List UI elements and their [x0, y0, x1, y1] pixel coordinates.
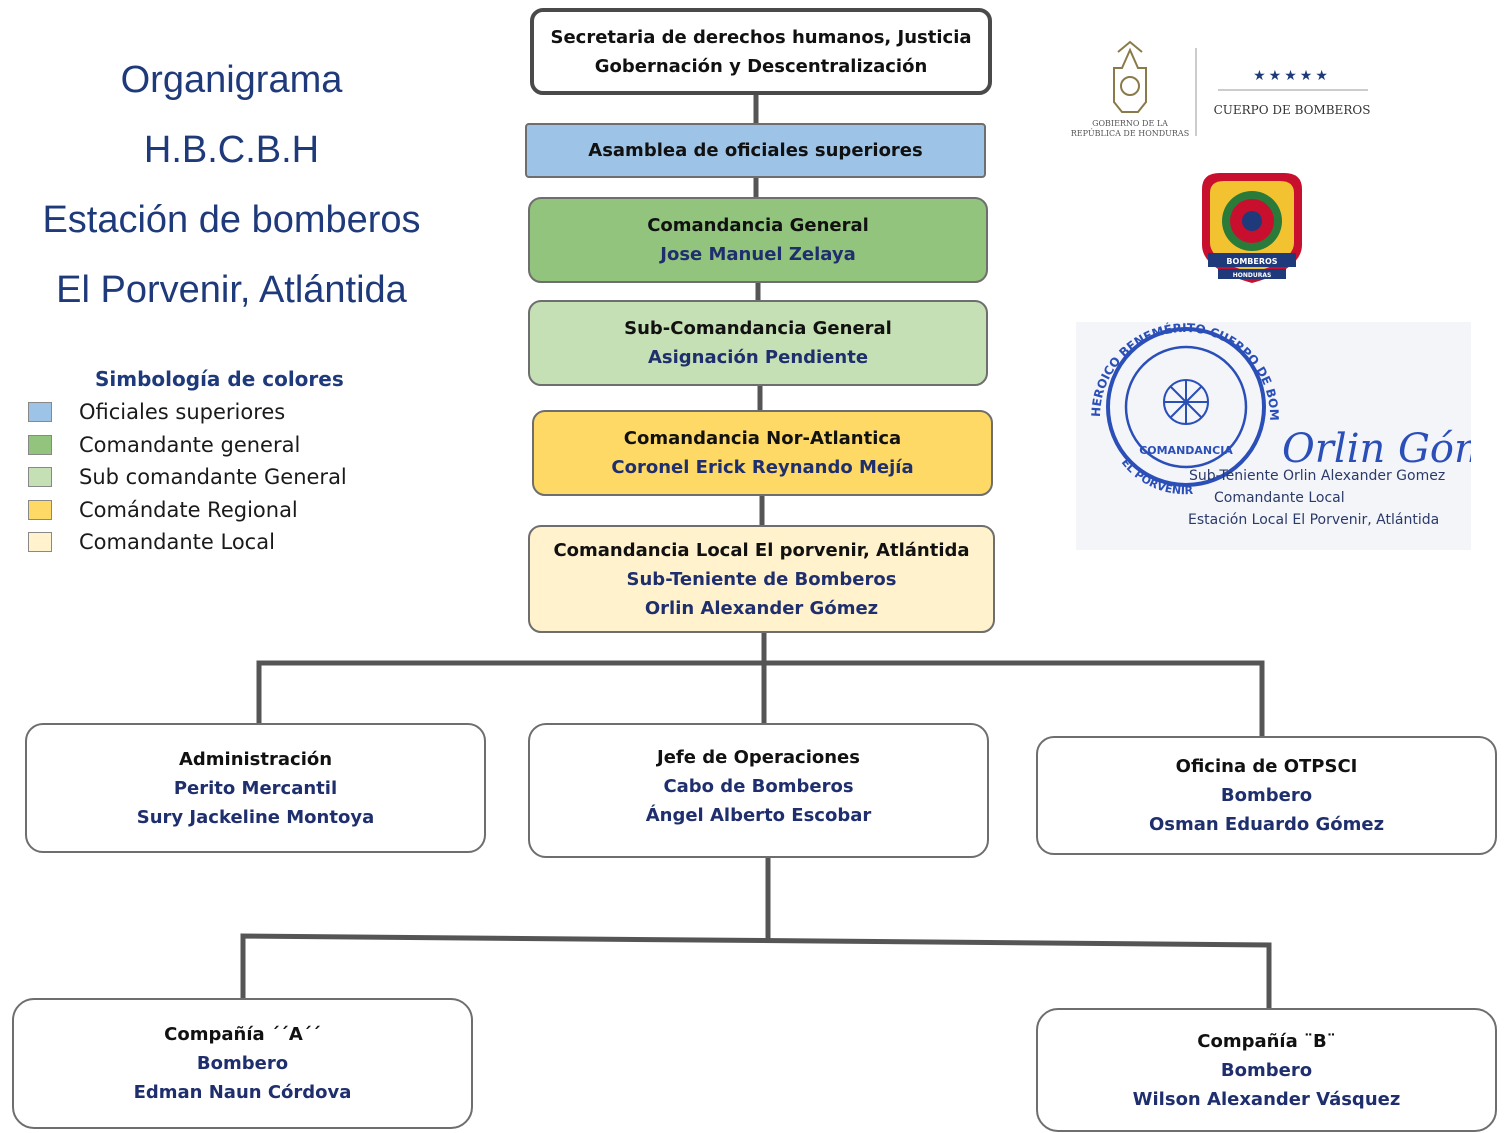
connector — [256, 660, 1265, 740]
node-jefe-operaciones: Jefe de Operaciones Cabo de Bomberos Áng… — [528, 723, 989, 858]
node-role: Compañía ¨B¨ — [1197, 1030, 1336, 1052]
signature: Orlin Gómez — [1282, 426, 1471, 472]
node-role: Sub-Comandancia General — [624, 318, 892, 339]
cuerpo-text: CUERPO DE BOMBEROS — [1214, 103, 1371, 117]
bomberos-badge-logo: BOMBEROS HONDURAS — [1190, 165, 1314, 287]
legend-item: Comandante Local — [28, 529, 275, 555]
stamp-center-text: COMANDANCIA — [1139, 444, 1233, 457]
legend-label: Comandante Local — [79, 530, 275, 554]
node-role: Administración — [178, 748, 333, 770]
node-role: Oficina de OTPSCI — [1175, 756, 1358, 777]
node-secretaria: Secretaria de derechos humanos, Justicia… — [530, 8, 992, 95]
node-comandancia-local: Comandancia Local El porvenir, Atlántida… — [528, 525, 995, 633]
signature-line-3: Estación Local El Porvenir, Atlántida — [1188, 512, 1440, 528]
node-compania-b: Compañía ¨B¨ Bombero Wilson Alexander Vá… — [1036, 1008, 1497, 1132]
title-line-4: El Porvenir, Atlántida — [56, 269, 407, 311]
official-stamp: HEROICO BENEMÉRITO CUERPO DE BOMBEROS EL… — [1071, 311, 1506, 550]
node-text: Secretaria de derechos humanos, Justicia — [550, 26, 972, 48]
stamp-ring-bottom: EL PORVENIR — [1119, 456, 1194, 497]
connector — [240, 933, 1272, 1012]
stars-text: ★★★★★ — [1253, 68, 1331, 84]
legend-swatch — [28, 532, 52, 552]
node-rank: Cabo de Bomberos — [663, 776, 854, 797]
node-text: Gobernación y Descentralización — [594, 55, 928, 77]
title-line-3: Estación de bomberos — [42, 199, 421, 241]
node-role: Asamblea de oficiales superiores — [588, 140, 923, 161]
legend-label: Comandante general — [79, 433, 301, 457]
node-sub-comandancia: Sub-Comandancia General Asignación Pendi… — [528, 300, 988, 386]
node-role: Comandancia Nor-Atlantica — [623, 428, 902, 449]
government-logo: GOBIERNO DE LA REPÚBLICA DE HONDURAS ★★★… — [1068, 38, 1458, 148]
badge-text-1: BOMBEROS — [1226, 257, 1277, 266]
node-administracion: Administración Perito Mercantil Sury Jac… — [25, 723, 486, 853]
legend-label: Comándate Regional — [79, 498, 298, 522]
legend-item: Sub comandante General — [28, 464, 347, 490]
node-name: Asignación Pendiente — [647, 347, 869, 368]
node-rank: Perito Mercantil — [173, 777, 338, 799]
title-line-1: Organigrama — [120, 59, 343, 101]
node-role: Jefe de Operaciones — [657, 747, 860, 768]
node-name: Osman Eduardo Gómez — [1148, 814, 1385, 835]
fire-department-badge-icon: BOMBEROS HONDURAS — [1202, 173, 1302, 283]
legend-label: Sub comandante General — [79, 465, 347, 489]
stamp-seal-icon: HEROICO BENEMÉRITO CUERPO DE BOMBEROS EL… — [1071, 311, 1506, 497]
node-name: Ángel Alberto Escobar — [645, 805, 872, 826]
node-name: Jose Manuel Zelaya — [660, 244, 856, 265]
node-comandancia-general: Comandancia General Jose Manuel Zelaya — [528, 197, 988, 283]
node-name: Orlin Alexander Gómez — [644, 597, 879, 619]
node-name: Coronel Erick Reynando Mejía — [611, 457, 914, 478]
node-compania-a: Compañía ´´A´´ Bombero Edman Naun Córdov… — [12, 998, 473, 1129]
node-name: Sury Jackeline Montoya — [136, 806, 375, 828]
legend-swatch — [28, 500, 52, 520]
node-nor-atlantica: Comandancia Nor-Atlantica Coronel Erick … — [532, 410, 993, 496]
legend-swatch — [28, 467, 52, 487]
honduras-coat-of-arms-icon: GOBIERNO DE LA REPÚBLICA DE HONDURAS ★★★… — [1071, 40, 1371, 138]
title-line-2: H.B.C.B.H — [143, 129, 320, 171]
legend-swatch — [28, 435, 52, 455]
signature-line-2: Comandante Local — [1214, 490, 1345, 506]
node-role: Comandancia General — [647, 215, 869, 236]
node-role: Compañía ´´A´´ — [164, 1024, 321, 1045]
gov-text-1: GOBIERNO DE LA — [1092, 119, 1168, 128]
legend-swatch — [28, 402, 52, 422]
signature-line-1: Sub-Teniente Orlin Alexander Gomez — [1189, 468, 1446, 484]
gov-text-2: REPÚBLICA DE HONDURAS — [1071, 129, 1189, 138]
node-rank: Bombero — [196, 1053, 289, 1074]
legend-item: Comándate Regional — [28, 497, 298, 523]
legend-label: Oficiales superiores — [79, 400, 286, 424]
legend-item: Comandante general — [28, 432, 300, 458]
node-rank: Bombero — [1220, 1059, 1313, 1081]
node-name: Wilson Alexander Vásquez — [1132, 1088, 1401, 1110]
legend-item: Oficiales superiores — [28, 399, 285, 425]
node-role: Comandancia Local El porvenir, Atlántida — [553, 539, 970, 561]
node-rank: Bombero — [1220, 785, 1313, 806]
badge-text-2: HONDURAS — [1233, 272, 1272, 279]
node-asamblea: Asamblea de oficiales superiores — [525, 123, 986, 178]
node-name: Edman Naun Córdova — [133, 1082, 352, 1103]
node-otpsci: Oficina de OTPSCI Bombero Osman Eduardo … — [1036, 736, 1497, 855]
node-rank: Sub-Teniente de Bomberos — [626, 568, 897, 590]
legend-title: Simbología de colores — [95, 367, 344, 391]
